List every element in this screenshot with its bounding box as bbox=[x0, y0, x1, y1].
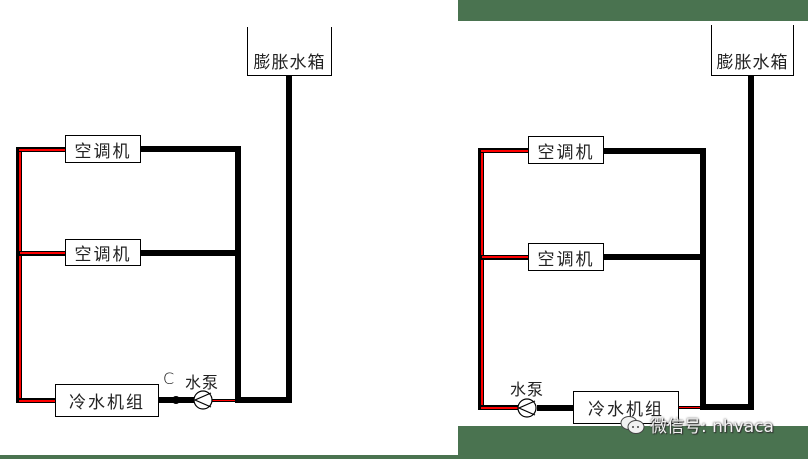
right-pump-label: 水泵 bbox=[510, 380, 545, 399]
expansion-tank-label: 膨胀水箱 bbox=[716, 53, 789, 73]
watermark: 微信号: nhvaca bbox=[620, 412, 774, 437]
watermark-text: 微信号: nhvaca bbox=[650, 417, 774, 437]
left-pump-note: C bbox=[163, 369, 176, 388]
chiller-label: 冷水机组 bbox=[588, 400, 664, 420]
ahu-label: 空调机 bbox=[537, 249, 595, 270]
right-ahu-1: 空调机 bbox=[528, 136, 604, 164]
ahu-label: 空调机 bbox=[74, 141, 132, 162]
top-banner bbox=[458, 0, 808, 21]
expansion-tank-label: 膨胀水箱 bbox=[253, 53, 326, 73]
ahu-label: 空调机 bbox=[74, 245, 132, 265]
left-chiller: 冷水机组 bbox=[55, 384, 159, 417]
right-diagram-pipes bbox=[478, 31, 790, 418]
wechat-icon bbox=[620, 415, 645, 434]
right-chiller: 冷水机组 bbox=[573, 391, 679, 424]
chiller-label: 冷水机组 bbox=[69, 393, 145, 413]
left-diagram-pipes bbox=[16, 34, 324, 410]
ahu-label: 空调机 bbox=[537, 142, 595, 163]
right-ahu-2: 空调机 bbox=[528, 243, 604, 271]
left-ahu-1: 空调机 bbox=[65, 135, 141, 163]
right-expansion-tank: 膨胀水箱 bbox=[711, 25, 794, 76]
left-pump-label: 水泵 bbox=[185, 373, 220, 392]
left-expansion-tank: 膨胀水箱 bbox=[247, 27, 332, 76]
bottom-strip bbox=[0, 455, 458, 459]
left-ahu-2: 空调机 bbox=[65, 239, 141, 266]
